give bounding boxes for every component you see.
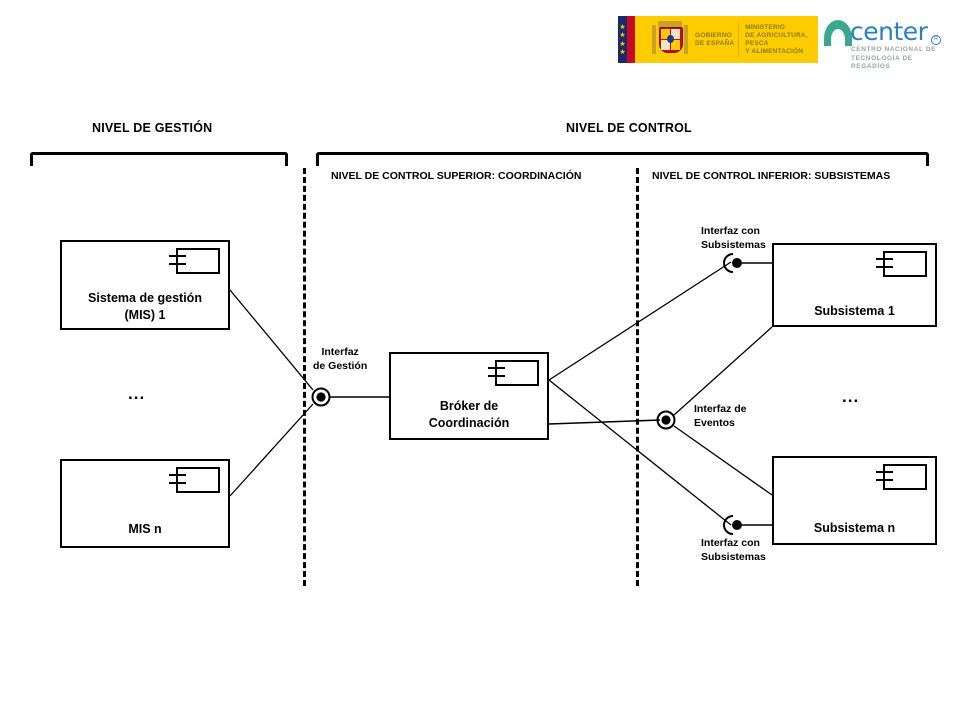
wire-eventos-to-subn bbox=[673, 425, 773, 496]
interface-label-subsistemas-top-line2: Subsistemas bbox=[701, 239, 766, 251]
component-subsistema-n-line1: Subsistema n bbox=[813, 521, 896, 535]
gobierno-line1: GOBIERNO bbox=[695, 31, 732, 39]
wire-mis1-to-gestion bbox=[229, 289, 314, 391]
interface-label-gestion: Interfaz de Gestión bbox=[313, 345, 367, 373]
interface-ball-socket-sub1 bbox=[723, 253, 772, 273]
component-mis-1-line2: (MIS) 1 bbox=[124, 308, 166, 322]
bracket-gestion bbox=[30, 152, 288, 166]
component-broker-coordinacion[interactable]: Bróker de Coordinación bbox=[389, 352, 549, 440]
wire-broker-to-subn bbox=[548, 379, 732, 526]
interface-label-eventos: Interfaz de Eventos bbox=[694, 402, 747, 430]
registered-trademark-icon: R bbox=[931, 35, 941, 45]
center-subtitle: CENTRO NACIONAL DE TECNOLOGÍA DE REGADÍO… bbox=[851, 46, 942, 72]
divider-gestion-control bbox=[303, 168, 306, 586]
interface-label-eventos-line1: Interfaz de bbox=[694, 403, 747, 415]
ellipsis-mis: ... bbox=[128, 384, 146, 403]
wire-misn-to-gestion bbox=[229, 403, 314, 497]
interface-label-gestion-line1: Interfaz bbox=[321, 346, 359, 358]
component-mis-n[interactable]: MIS n bbox=[60, 459, 230, 548]
component-subsistema-1-label: Subsistema 1 bbox=[774, 303, 935, 320]
interface-ball-gestion bbox=[311, 387, 331, 407]
component-mis-n-label: MIS n bbox=[62, 521, 228, 538]
coat-of-arms-icon bbox=[647, 20, 693, 60]
center-wordmark: center bbox=[850, 17, 928, 46]
ellipsis-subsistemas: ... bbox=[842, 387, 860, 406]
interface-label-subsistemas-top: Interfaz con Subsistemas bbox=[701, 224, 766, 252]
ministerio-text: MINISTERIO DE AGRICULTURA, PESCA Y ALIME… bbox=[745, 24, 818, 56]
component-subsistema-1[interactable]: Subsistema 1 bbox=[772, 243, 937, 327]
sublevel-label-inferior: NIVEL DE CONTROL INFERIOR: SUBSISTEMAS bbox=[652, 170, 891, 182]
uml-component-icon bbox=[169, 248, 220, 274]
ministerio-line2: DE AGRICULTURA, PESCA bbox=[745, 31, 808, 47]
center-arc-icon bbox=[824, 20, 852, 46]
logo-divider bbox=[738, 22, 740, 57]
gobierno-line2: DE ESPAÑA bbox=[695, 39, 735, 47]
component-mis-n-line1: MIS n bbox=[128, 522, 162, 536]
center-logo: center R CENTRO NACIONAL DE TECNOLOGÍA D… bbox=[824, 17, 942, 70]
component-subsistema-1-line1: Subsistema 1 bbox=[814, 304, 895, 318]
component-broker-line2: Coordinación bbox=[428, 416, 510, 430]
interface-label-subsistemas-top-line1: Interfaz con bbox=[701, 225, 760, 237]
interface-label-eventos-line2: Eventos bbox=[694, 417, 735, 429]
wire-broker-to-eventos bbox=[548, 419, 661, 425]
divider-superior-inferior bbox=[636, 168, 639, 586]
interface-label-subsistemas-bottom: Interfaz con Subsistemas bbox=[701, 536, 766, 564]
sublevel-label-superior: NIVEL DE CONTROL SUPERIOR: COORDINACIÓN bbox=[331, 170, 582, 182]
interface-label-subsistemas-bottom-line2: Subsistemas bbox=[701, 551, 766, 563]
component-subsistema-n-label: Subsistema n bbox=[774, 520, 935, 537]
component-mis-1-line1: Sistema de gestión bbox=[88, 291, 202, 305]
center-subtitle-line2: TECNOLOGÍA DE REGADÍOS bbox=[851, 54, 913, 71]
bracket-control bbox=[316, 152, 929, 166]
gobierno-text: GOBIERNO DE ESPAÑA bbox=[695, 32, 734, 48]
uml-component-icon bbox=[169, 467, 220, 493]
level-title-gestion: NIVEL DE GESTIÓN bbox=[92, 121, 213, 135]
spain-flag-icon: ★★★★ bbox=[618, 16, 644, 63]
gobierno-de-espana-logo: ★★★★ GOBIERNO DE ESPAÑA MINISTERIO DE AG… bbox=[618, 16, 818, 63]
ministerio-line3: Y ALIMENTACIÓN bbox=[745, 47, 804, 55]
component-mis-1[interactable]: Sistema de gestión (MIS) 1 bbox=[60, 240, 230, 330]
wire-broker-to-sub1 bbox=[548, 261, 732, 381]
interface-ball-eventos bbox=[656, 410, 676, 430]
center-subtitle-line1: CENTRO NACIONAL DE bbox=[851, 46, 937, 53]
uml-component-icon bbox=[488, 360, 539, 386]
uml-component-icon bbox=[876, 464, 927, 490]
ministerio-line1: MINISTERIO bbox=[745, 23, 786, 31]
interface-label-gestion-line2: de Gestión bbox=[313, 360, 368, 372]
component-broker-label: Bróker de Coordinación bbox=[391, 398, 547, 432]
component-subsistema-n[interactable]: Subsistema n bbox=[772, 456, 937, 545]
interface-ball-socket-subn bbox=[723, 515, 772, 535]
level-title-control: NIVEL DE CONTROL bbox=[566, 121, 692, 135]
uml-component-icon bbox=[876, 251, 927, 277]
interface-label-subsistemas-bottom-line1: Interfaz con bbox=[701, 537, 760, 549]
wire-eventos-to-sub1 bbox=[673, 326, 773, 416]
component-mis-1-label: Sistema de gestión (MIS) 1 bbox=[62, 290, 228, 324]
component-broker-line1: Bróker de bbox=[439, 399, 499, 413]
